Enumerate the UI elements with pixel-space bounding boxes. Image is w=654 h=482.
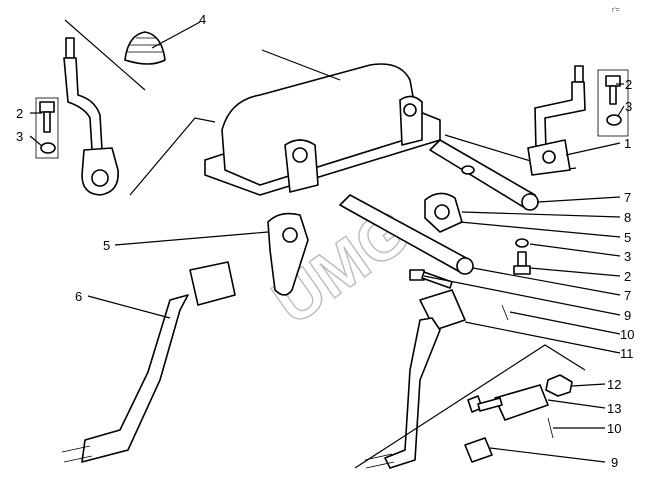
bolt-left	[35, 97, 59, 159]
callout-5-left: 5	[103, 238, 110, 253]
gear-lever-left	[61, 261, 236, 463]
callout-1: 1	[624, 136, 631, 151]
leader-line	[354, 344, 586, 469]
callout-12: 12	[607, 377, 621, 392]
clevis-assembly	[464, 374, 573, 463]
callout-9-lower: 9	[611, 455, 618, 470]
callout-10-upper: 10	[620, 327, 634, 342]
gear-lever-right	[364, 269, 509, 469]
callout-5-right: 5	[624, 230, 631, 245]
callout-7-lower: 7	[624, 288, 631, 303]
callout-2-left: 2	[16, 106, 23, 121]
callout-3-left: 3	[16, 129, 23, 144]
corner-mark: r'=	[612, 7, 620, 14]
callout-13: 13	[607, 401, 621, 416]
callout-6: 6	[75, 289, 82, 304]
left-shift-rod	[63, 37, 119, 196]
callout-8: 8	[624, 210, 631, 225]
callout-3-right: 3	[625, 99, 632, 114]
gearbox-housing	[204, 63, 441, 196]
callout-4: 4	[199, 12, 206, 27]
pin-lower	[339, 194, 474, 275]
bolt-middle	[513, 238, 531, 275]
callout-2-right: 2	[625, 77, 632, 92]
callout-leaders	[29, 21, 625, 463]
leader-line	[129, 117, 216, 196]
callout-2-middle: 2	[624, 269, 631, 284]
shift-fork	[424, 192, 463, 233]
clamp-lever	[267, 212, 309, 296]
rubber-boot	[124, 31, 166, 65]
right-shift-rod	[527, 65, 629, 176]
callout-10-lower: 10	[607, 421, 621, 436]
leader-line	[64, 19, 146, 91]
callout-numbers: 4 2 3 2 3 1 7 8 5 3 2 7 9 10 11 12 13 10…	[16, 12, 634, 470]
callout-9-upper: 9	[624, 308, 631, 323]
callout-3-middle: 3	[624, 249, 631, 264]
leader-line	[261, 49, 341, 81]
callout-11: 11	[620, 346, 634, 361]
callout-7-upper: 7	[624, 190, 631, 205]
